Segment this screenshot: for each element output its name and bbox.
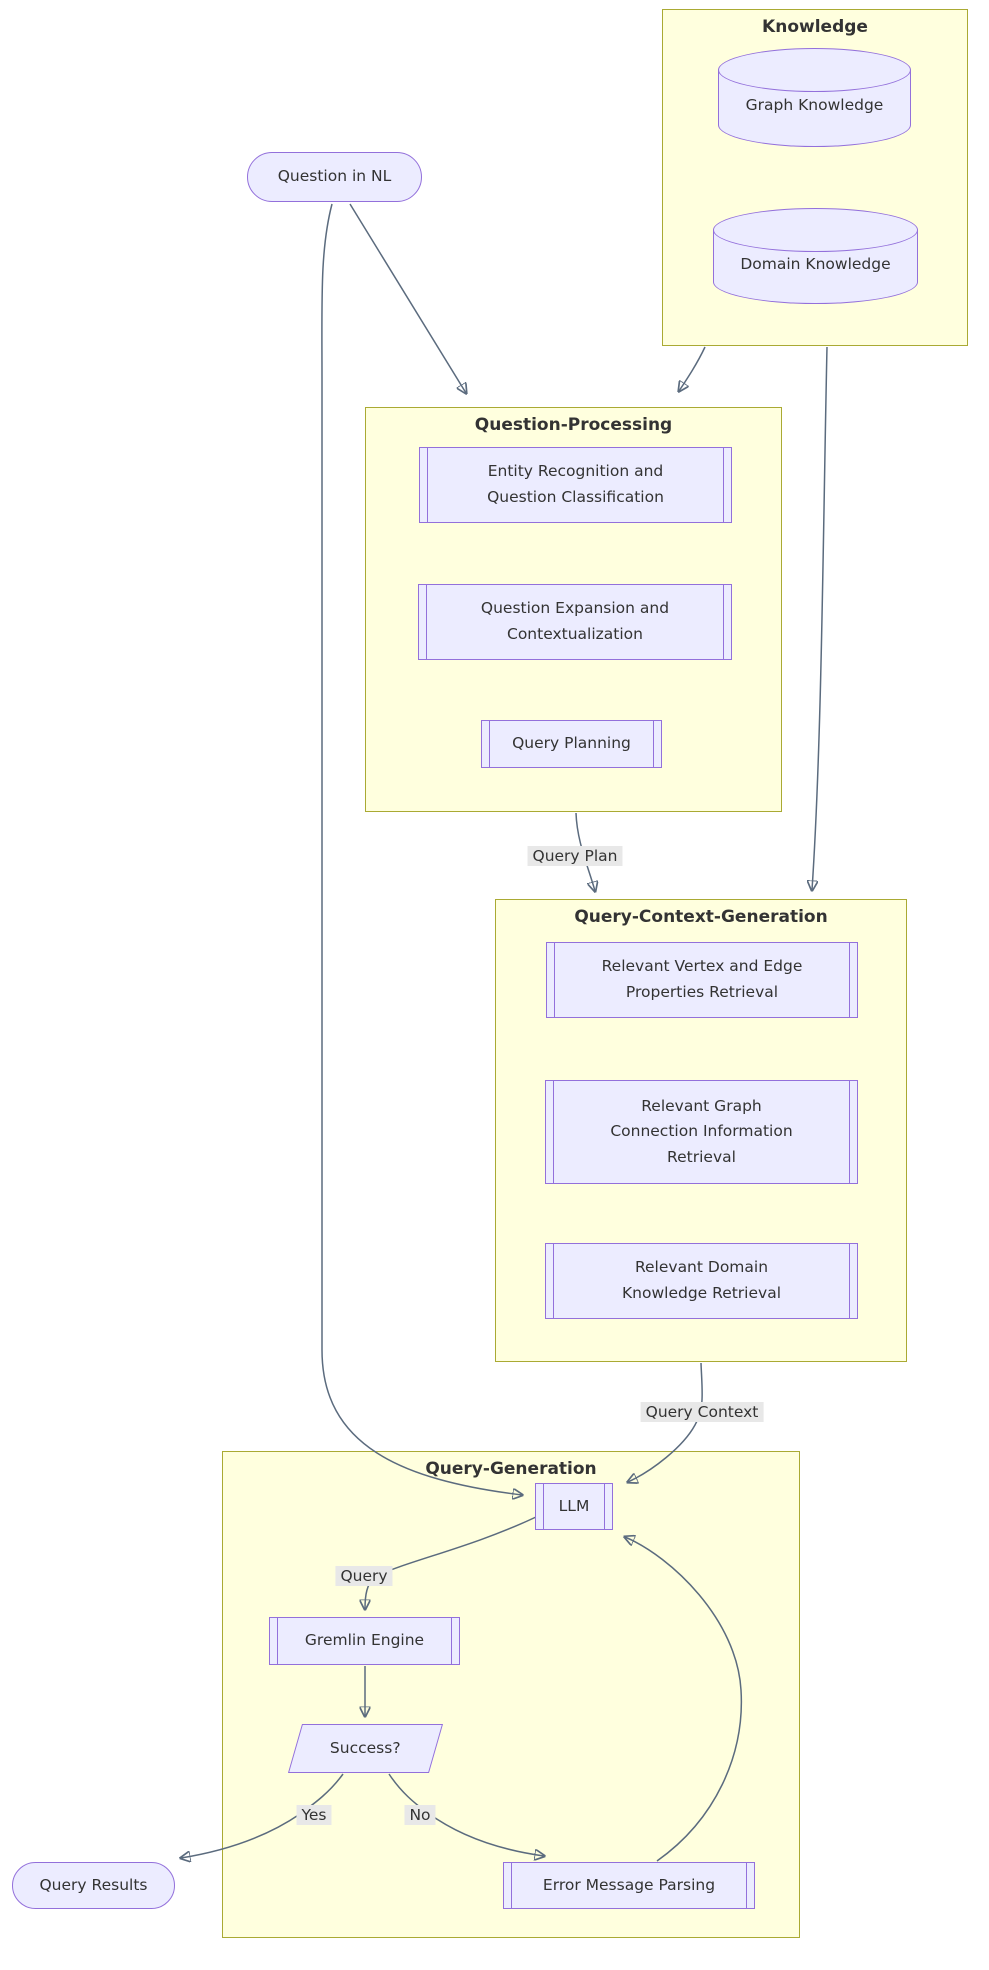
edge-label-query-context: Query Context xyxy=(640,1402,764,1422)
node-question-expansion: Question Expansion and Contextualization xyxy=(418,584,732,660)
cluster-query-generation: Query-Generation xyxy=(222,1451,800,1938)
edge-question-to-llm xyxy=(321,203,522,1495)
node-graph-knowledge-label: Graph Knowledge xyxy=(745,96,884,115)
node-question-in-nl: Question in NL xyxy=(247,152,422,202)
node-relevant-graph-connection: Relevant Graph Connection Information Re… xyxy=(545,1080,858,1184)
cluster-query-context-generation-title: Query-Context-Generation xyxy=(574,907,828,927)
cluster-query-generation-title: Query-Generation xyxy=(425,1459,597,1479)
node-relevant-vertex-edge: Relevant Vertex and Edge Properties Retr… xyxy=(546,942,858,1018)
edge-label-query: Query xyxy=(335,1566,393,1586)
cylinder-top xyxy=(718,48,911,92)
edge-knowledge-to-query-context-generation xyxy=(812,346,828,890)
node-domain-knowledge-label: Domain Knowledge xyxy=(740,254,891,273)
edge-label-no: No xyxy=(404,1805,436,1825)
edge-label-query-plan: Query Plan xyxy=(527,846,623,866)
node-query-results: Query Results xyxy=(12,1862,175,1909)
edge-success-no-to-error xyxy=(388,1773,544,1856)
edge-label-yes: Yes xyxy=(296,1805,332,1825)
edge-knowledge-to-question-processing xyxy=(679,346,706,391)
node-error-message-parsing: Error Message Parsing xyxy=(503,1862,755,1909)
cluster-question-processing-title: Question-Processing xyxy=(474,415,673,435)
node-domain-knowledge: Domain Knowledge xyxy=(713,208,918,304)
node-relevant-domain-knowledge: Relevant Domain Knowledge Retrieval xyxy=(545,1243,858,1319)
cylinder-top xyxy=(713,208,918,252)
node-gremlin-engine: Gremlin Engine xyxy=(269,1617,460,1665)
edge-llm-to-gremlin xyxy=(365,1516,537,1609)
node-success-label: Success? xyxy=(330,1738,401,1757)
edge-error-to-llm xyxy=(625,1537,743,1862)
cluster-knowledge-title: Knowledge xyxy=(762,17,868,37)
node-entity-recognition: Entity Recognition and Question Classifi… xyxy=(419,447,732,523)
node-success: Success? xyxy=(287,1724,444,1773)
node-graph-knowledge: Graph Knowledge xyxy=(718,48,911,147)
node-llm: LLM xyxy=(535,1483,613,1530)
node-query-planning: Query Planning xyxy=(481,720,662,768)
edge-query-context xyxy=(628,1362,703,1482)
edge-question-to-question-processing xyxy=(349,203,466,393)
edge-success-yes-to-results xyxy=(181,1773,344,1858)
